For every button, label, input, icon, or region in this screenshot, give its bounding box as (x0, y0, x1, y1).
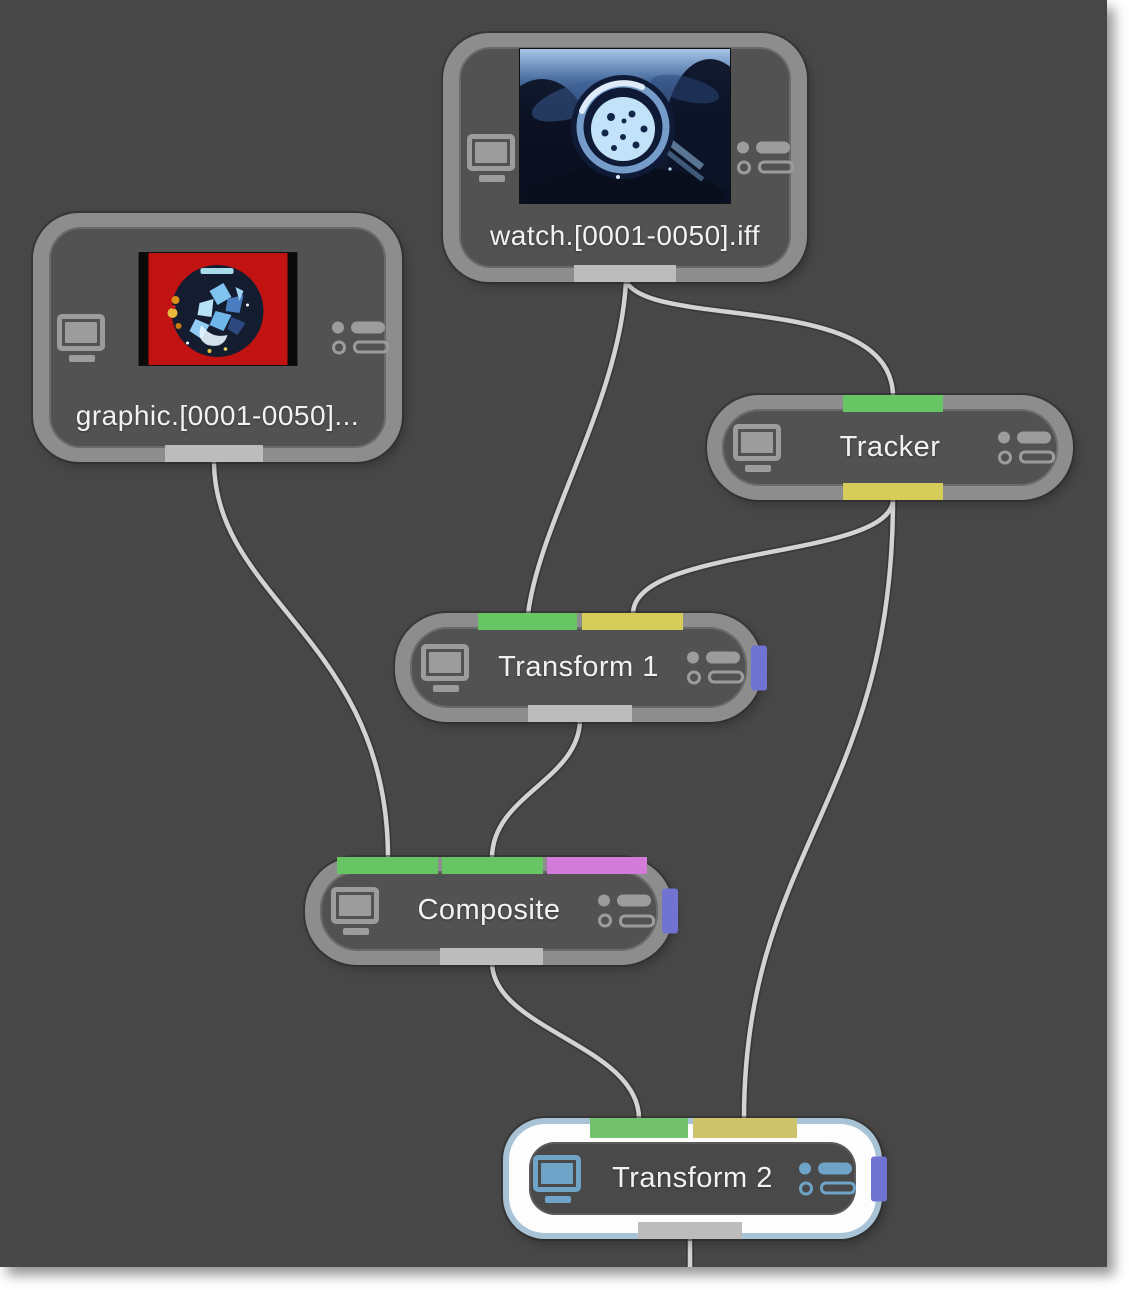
node-status-indicators (598, 894, 655, 928)
node-watch-source[interactable]: watch.[0001-0050].iff (443, 33, 807, 282)
status-pill-outline-icon (708, 670, 744, 684)
node-status-indicators (687, 651, 744, 684)
status-dot-outline-icon (799, 1181, 813, 1195)
node-status-indicators (799, 1162, 856, 1195)
status-pill-outline-icon (758, 160, 794, 174)
status-pill-filled-icon (351, 321, 385, 333)
input-port-green-1[interactable] (337, 857, 438, 874)
monitor-icon (57, 313, 107, 362)
status-dot-outline-icon (598, 913, 612, 928)
input-port-green[interactable] (590, 1118, 688, 1138)
status-dot-filled-icon (799, 1162, 811, 1174)
status-dot-outline-icon (998, 450, 1012, 464)
monitor-icon (331, 887, 381, 935)
monitor-icon (533, 1154, 583, 1203)
status-pill-filled-icon (818, 1162, 852, 1174)
input-port-yellow[interactable] (693, 1118, 797, 1138)
wire-transform1-to-composite (489, 716, 583, 861)
node-transform2[interactable]: Transform 2 (503, 1118, 887, 1239)
input-port-magenta[interactable] (547, 857, 647, 874)
node-title: graphic.[0001-0050]... (75, 400, 360, 431)
node-title: Tracker (839, 430, 941, 463)
node-composite[interactable]: Composite (305, 857, 678, 965)
input-port-yellow[interactable] (582, 613, 683, 630)
node-body (529, 1142, 856, 1215)
node-title: Composite (417, 893, 561, 926)
clip-thumbnail (138, 252, 297, 366)
wire-composite-to-transform2 (489, 959, 642, 1122)
status-dot-filled-icon (332, 321, 344, 333)
status-dot-outline-icon (687, 670, 701, 684)
wire-tracker-to-transform1 (630, 496, 896, 617)
node-status-indicators (998, 431, 1055, 464)
wires[interactable] (211, 278, 896, 1267)
output-port[interactable] (574, 265, 676, 282)
output-port[interactable] (165, 445, 263, 462)
output-port-yellow[interactable] (843, 483, 943, 500)
status-dot-filled-icon (737, 141, 749, 153)
status-pill-filled-icon (617, 894, 651, 907)
status-pill-outline-icon (619, 914, 655, 927)
monitor-icon (733, 423, 783, 472)
status-pill-outline-icon (820, 1181, 856, 1195)
node-graphic-source[interactable]: graphic.[0001-0050]... (33, 213, 402, 462)
node-title: Transform 1 (498, 650, 659, 683)
wire-watch-to-transform1 (525, 278, 629, 617)
output-port[interactable] (528, 705, 632, 722)
node-title: watch.[0001-0050].iff (490, 220, 760, 251)
output-port[interactable] (440, 948, 543, 965)
status-pill-filled-icon (1017, 431, 1051, 443)
status-dot-outline-icon (332, 340, 346, 354)
node-title: Transform 2 (612, 1161, 773, 1194)
status-dot-filled-icon (687, 651, 699, 663)
monitor-icon (421, 643, 471, 692)
node-tracker[interactable]: Tracker (707, 395, 1073, 500)
connection-wires-layer (210, 277, 897, 1267)
node-status-indicators (737, 141, 794, 174)
status-pill-outline-icon (353, 340, 389, 354)
clip-thumbnail (519, 48, 731, 204)
wire-tracker-to-transform2 (741, 496, 896, 1122)
status-pill-filled-icon (706, 651, 740, 663)
node-graph-canvas[interactable]: watch.[0001-0050].iff (0, 0, 1107, 1267)
wire-watch-to-tracker (623, 278, 896, 400)
status-pill-filled-icon (756, 141, 790, 153)
monitor-icon (467, 133, 517, 182)
side-port-purple[interactable] (662, 888, 678, 934)
input-port-green[interactable] (478, 613, 577, 630)
side-port-purple[interactable] (871, 1156, 887, 1201)
wire-graphic-to-composite (211, 458, 391, 861)
node-status-indicators (332, 321, 389, 354)
output-port[interactable] (638, 1222, 742, 1239)
status-pill-outline-icon (1019, 450, 1055, 464)
status-dot-outline-icon (737, 160, 751, 174)
status-dot-filled-icon (998, 431, 1010, 443)
input-port-green[interactable] (843, 395, 943, 412)
side-port-purple[interactable] (751, 645, 767, 690)
node-transform1[interactable]: Transform 1 (395, 613, 767, 722)
input-port-green-2[interactable] (442, 857, 543, 874)
status-dot-filled-icon (598, 894, 610, 907)
